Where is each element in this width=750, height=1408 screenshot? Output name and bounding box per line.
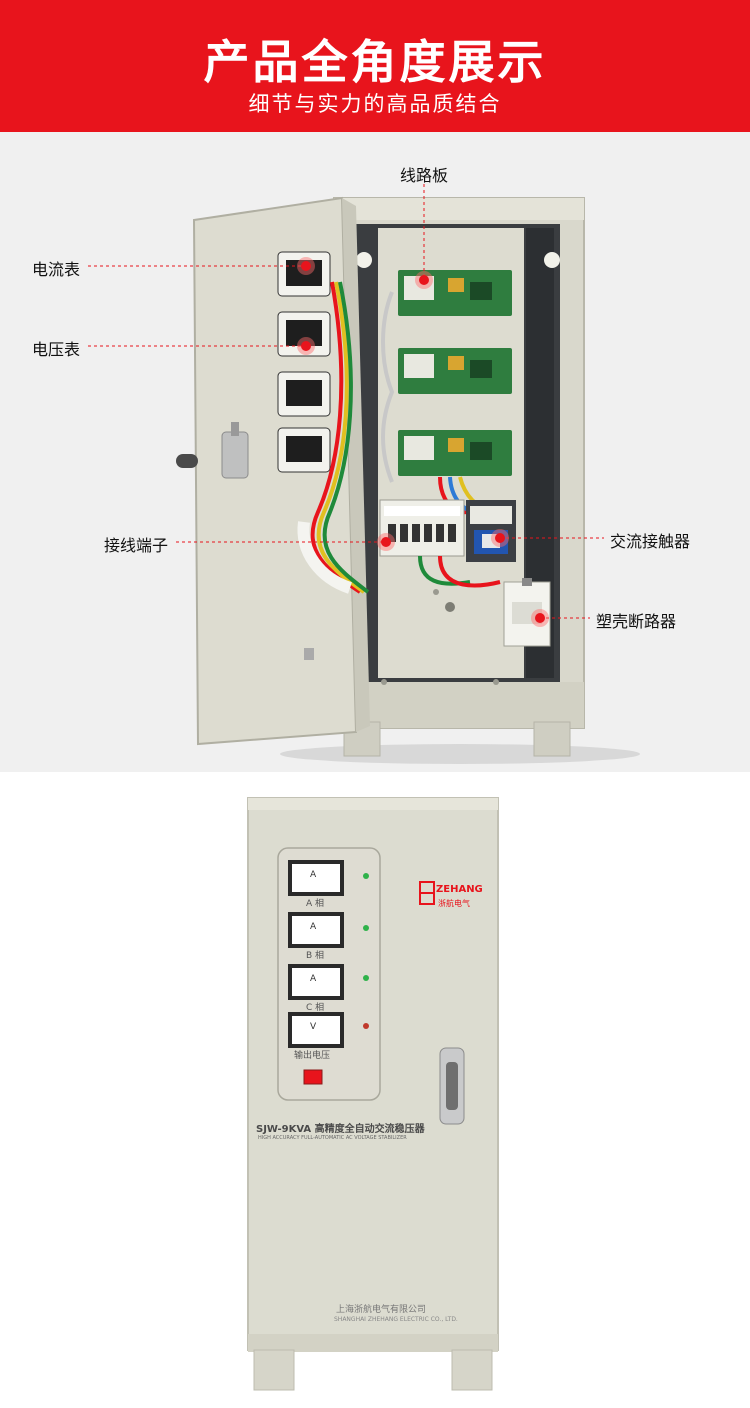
front-cabinet-illustration (247, 797, 499, 1391)
circuit-boards (381, 270, 512, 483)
brand-name-cn: 浙航电气 (438, 899, 470, 908)
ac-contactor-shape (466, 500, 516, 562)
callout-ac-contactor: 交流接触器 (610, 532, 691, 551)
meter-label-3: C 相 (306, 1003, 325, 1013)
terminal-block-shape (379, 499, 465, 557)
meter-label-1: A 相 (306, 899, 325, 909)
callout-mccb: 塑壳断路器 (596, 612, 677, 631)
callout-circuit-board: 线路板 (400, 166, 449, 185)
company-name-cn: 上海浙航电气有限公司 (336, 1305, 427, 1315)
interior-cabinet-illustration (88, 184, 640, 764)
meter-unit-1: A (310, 870, 317, 880)
indicator-lamp-a (363, 873, 369, 879)
meter-label-4: 输出电压 (294, 1051, 331, 1061)
meter-unit-3: A (310, 974, 317, 984)
indicator-lamp-b (363, 925, 369, 931)
callout-dots (297, 257, 549, 627)
header-banner: 产品全角度展示 细节与实力的高品质结合 (0, 0, 750, 132)
power-switch (303, 1069, 323, 1085)
callout-ammeter: 电流表 (32, 260, 81, 279)
cabinet-door (176, 196, 370, 746)
callout-terminal-block: 接线端子 (104, 536, 169, 555)
front-view-section: ZEHANG 浙航电气 A A 相 A B 相 A C 相 V 输出电压 SJW… (0, 772, 750, 1408)
model-line: SJW-9KVA 高精度全自动交流稳压器 (256, 1124, 425, 1135)
indicator-lamp-protect (363, 1023, 369, 1029)
interior-view-section: 线路板 电流表 电压表 接线端子 交流接触器 塑壳断路器 (0, 132, 750, 772)
callout-voltmeter: 电压表 (32, 340, 81, 359)
company-name-en: SHANGHAI ZHEHANG ELECTRIC CO., LTD. (334, 1316, 458, 1323)
callout-lines (88, 184, 604, 619)
meter-unit-2: A (310, 922, 317, 932)
meter-unit-4: V (310, 1022, 317, 1032)
page-title: 产品全角度展示 (203, 35, 547, 89)
model-line-en: HIGH ACCURACY FULL-AUTOMATIC AC VOLTAGE … (258, 1135, 407, 1141)
meter-faces (288, 860, 344, 1048)
meter-label-2: B 相 (306, 951, 325, 961)
brand-name-en: ZEHANG (436, 884, 483, 895)
indicator-lamp-c (363, 975, 369, 981)
page-subtitle: 细节与实力的高品质结合 (248, 92, 502, 116)
